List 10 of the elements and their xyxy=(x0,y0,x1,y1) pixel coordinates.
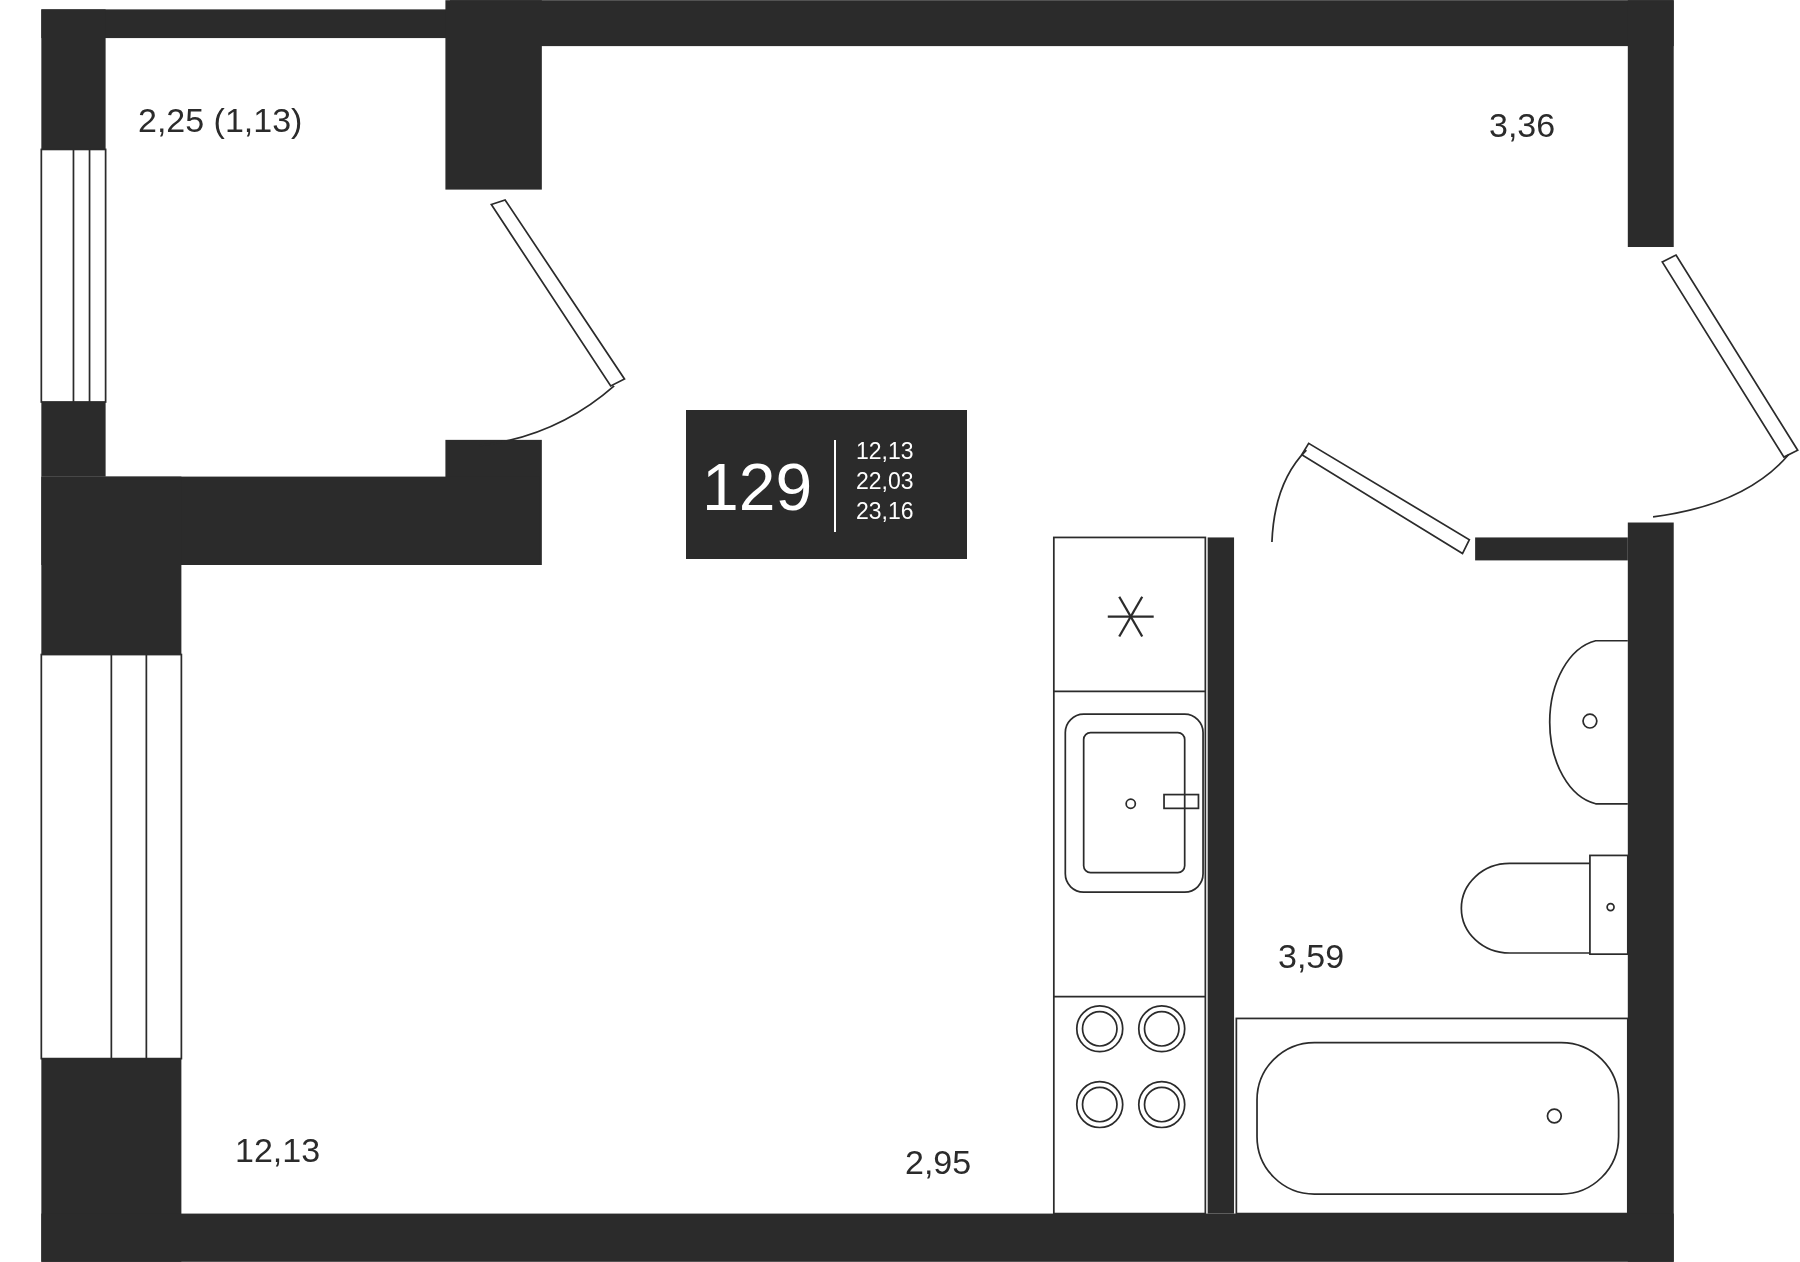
room-area: 3,36 xyxy=(1489,108,1556,142)
area-value: 22,03 xyxy=(856,470,914,493)
room-area: 3,59 xyxy=(1278,939,1345,973)
room-area: 2,95 xyxy=(905,1145,972,1179)
apartment-badge xyxy=(686,410,967,559)
area-value: 12,13 xyxy=(856,440,914,463)
area-value: 23,16 xyxy=(856,500,914,523)
room-area: 2,25 (1,13) xyxy=(138,103,303,137)
room-area: 12,13 xyxy=(235,1133,321,1167)
apartment-number: 129 xyxy=(702,454,813,520)
